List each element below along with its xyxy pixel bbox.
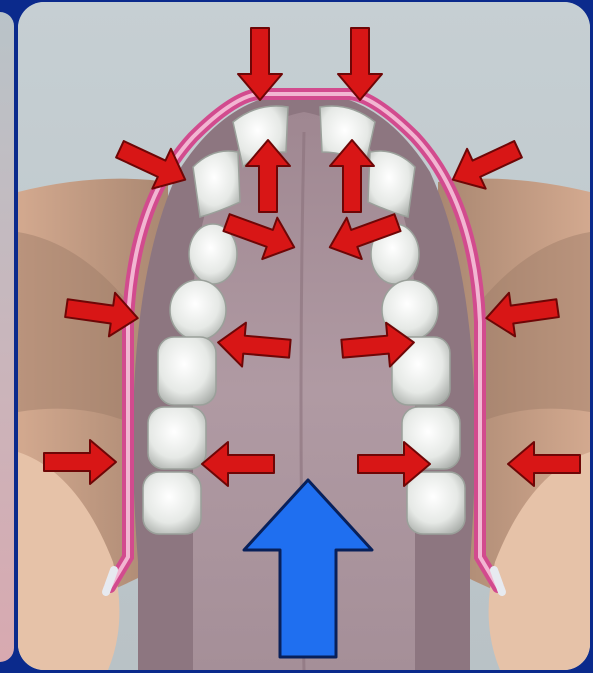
- dental-illustration: [18, 2, 590, 670]
- adjacent-slide-edge: [0, 12, 14, 662]
- dental-arch-svg: [18, 2, 590, 670]
